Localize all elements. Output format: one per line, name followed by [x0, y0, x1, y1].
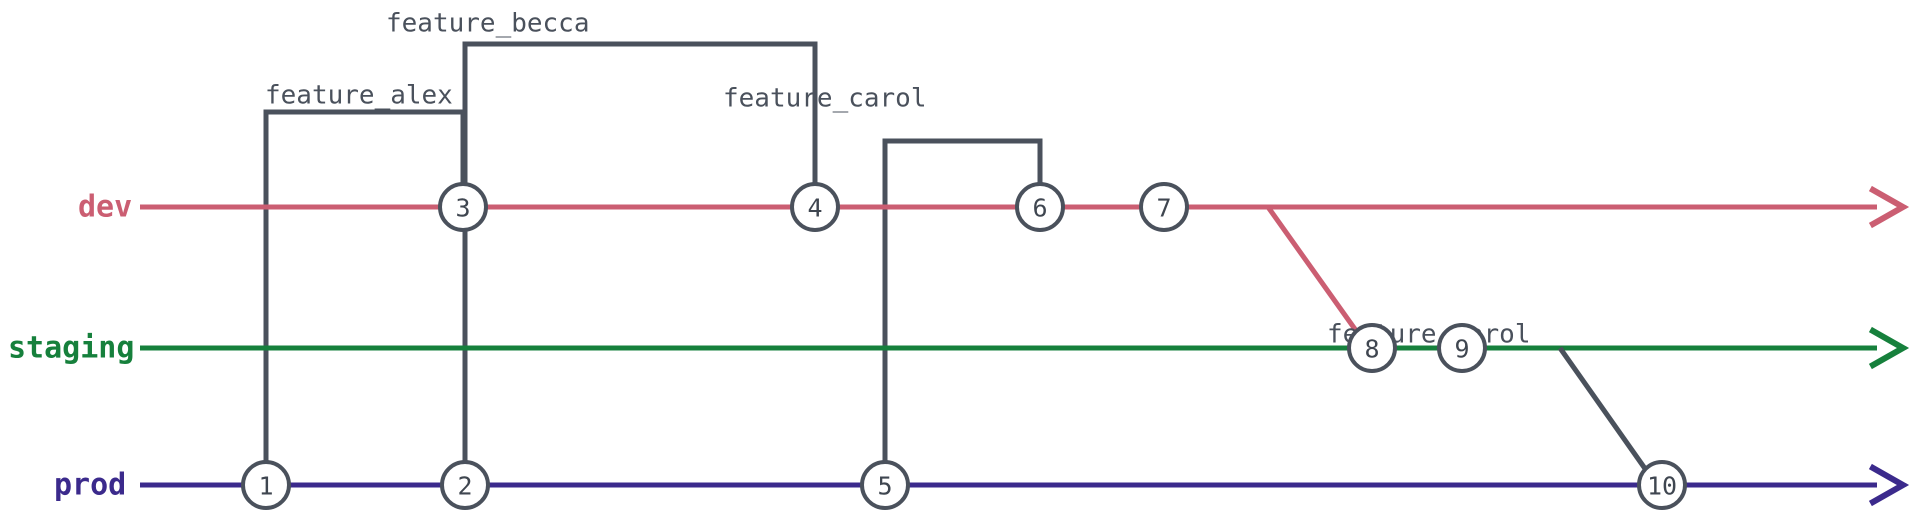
commit-label-9: 9	[1454, 335, 1469, 364]
commit-node-1[interactable]: 1	[241, 460, 291, 510]
commit-nodes-layer: 1 2 3 4 5 6 7 8 9 10	[241, 182, 1687, 510]
feature-branch-path-becca	[462, 41, 818, 462]
lane-labels-layer: dev staging prod	[8, 190, 134, 503]
feature-label-becca: feature_becca	[386, 9, 590, 39]
feature-label-alex: feature_alex	[265, 81, 453, 111]
staging-arrow-icon	[1868, 326, 1910, 370]
feature-branch-path-carol-1	[882, 138, 1043, 462]
commit-node-3[interactable]: 3	[438, 182, 488, 232]
commit-circle-10[interactable]	[1637, 460, 1687, 510]
commit-node-10[interactable]: 10	[1637, 460, 1687, 510]
commit-label-2: 2	[457, 472, 472, 501]
feature-labels-layer: feature_alex feature_becca feature_carol…	[265, 9, 1531, 350]
commit-label-7: 7	[1156, 194, 1171, 223]
feature-branch-layer	[263, 41, 1043, 462]
commit-label-4: 4	[807, 194, 822, 223]
commit-circle-1[interactable]	[241, 460, 291, 510]
commit-node-7[interactable]: 7	[1139, 182, 1189, 232]
feature-branch-path-carol-2	[1557, 346, 1649, 472]
arrowheads-layer	[1868, 185, 1910, 507]
commit-node-9[interactable]: 9	[1437, 323, 1487, 373]
commit-node-2[interactable]: 2	[440, 460, 490, 510]
commit-label-8: 8	[1364, 335, 1379, 364]
commit-circle-7[interactable]	[1139, 182, 1189, 232]
lane-label-prod: prod	[54, 468, 126, 503]
feature-label-carol-1: feature_carol	[723, 84, 927, 114]
commit-label-10: 10	[1647, 472, 1677, 501]
lane-label-staging: staging	[8, 331, 134, 366]
commit-label-5: 5	[877, 472, 892, 501]
merge-layer	[1265, 205, 1649, 472]
commit-circle-6[interactable]	[1015, 182, 1065, 232]
prod-arrow-icon	[1868, 463, 1910, 507]
commit-circle-3[interactable]	[438, 182, 488, 232]
commit-label-1: 1	[258, 472, 273, 501]
commit-node-8[interactable]: 8	[1347, 323, 1397, 373]
commit-circle-5[interactable]	[860, 460, 910, 510]
commit-label-3: 3	[455, 194, 470, 223]
commit-circle-4[interactable]	[790, 182, 840, 232]
commit-node-6[interactable]: 6	[1015, 182, 1065, 232]
commit-node-4[interactable]: 4	[790, 182, 840, 232]
lane-label-dev: dev	[78, 190, 132, 225]
feature-branch-path-alex	[263, 109, 466, 462]
commit-circle-8[interactable]	[1347, 323, 1397, 373]
commit-circle-2[interactable]	[440, 460, 490, 510]
merge-path-dev-to-staging	[1265, 205, 1360, 334]
commit-node-5[interactable]: 5	[860, 460, 910, 510]
commit-label-6: 6	[1032, 194, 1047, 223]
lane-lines-layer	[140, 204, 1877, 488]
dev-arrow-icon	[1868, 185, 1910, 229]
commit-circle-9[interactable]	[1437, 323, 1487, 373]
